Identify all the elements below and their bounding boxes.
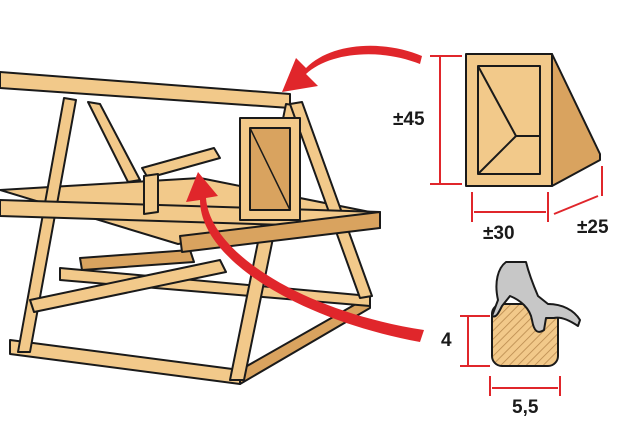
brace-2: [79, 249, 195, 271]
mid-beam-side: [179, 211, 381, 253]
coop-frame: [0, 71, 381, 385]
brace-1: [29, 259, 227, 313]
rear-leg-right: [87, 101, 141, 183]
perch-installed: [141, 147, 221, 179]
ridge-beam: [0, 71, 291, 109]
nest-box-depth-label: ±25: [577, 217, 609, 238]
arrows: [186, 45, 424, 342]
arrow-to-nest-box: [282, 45, 422, 92]
base-frame-right: [239, 295, 371, 385]
nest-box-side: [551, 53, 601, 187]
rear-leg-left: [17, 97, 77, 353]
perch-height-label: 4: [441, 330, 452, 351]
perch-detail: [491, 261, 581, 367]
arrow-to-perch: [186, 172, 424, 342]
nest-box-width-label: ±30: [483, 223, 515, 244]
perch-post: [143, 173, 159, 215]
dimension-lines: [430, 55, 603, 396]
nest-box-detail: [465, 53, 601, 187]
nest-box-height-label: ±45: [393, 109, 425, 130]
base-frame-front: [9, 339, 241, 385]
chicken-foot-icon: [491, 261, 581, 333]
perch-width-label: 5,5: [512, 397, 539, 418]
